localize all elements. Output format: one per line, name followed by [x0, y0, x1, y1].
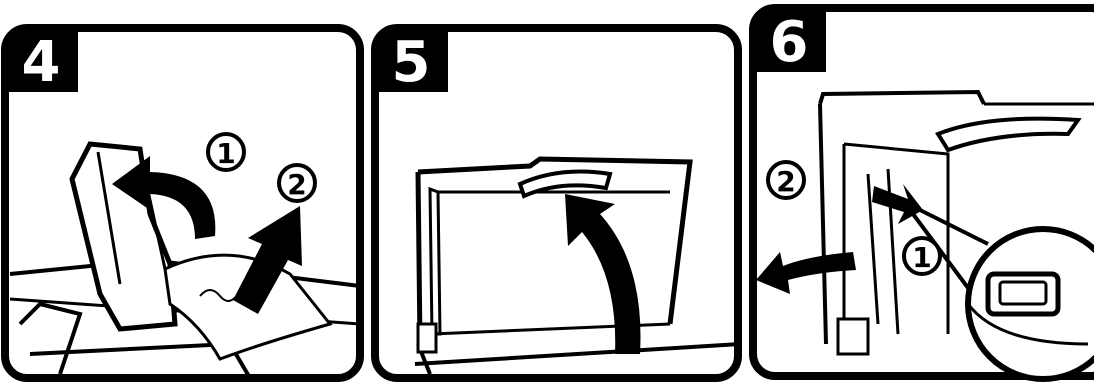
step-4-panel: 4 1 2 — [0, 24, 365, 383]
step-5-illustration: 5 — [370, 24, 743, 383]
callout-1-label: 1 — [216, 137, 235, 170]
step-number: 6 — [770, 10, 809, 75]
callout-1-label: 1 — [912, 241, 931, 274]
callout-2-label: 2 — [287, 168, 306, 201]
step-number: 5 — [392, 30, 431, 95]
step-5-panel: 5 — [370, 24, 743, 383]
step-6-illustration: 6 2 1 — [748, 4, 1094, 383]
step-4-illustration: 4 1 2 — [0, 24, 365, 383]
step-6-panel: 6 2 1 — [748, 4, 1094, 383]
step-number: 4 — [22, 30, 61, 95]
callout-2-label: 2 — [776, 165, 795, 198]
